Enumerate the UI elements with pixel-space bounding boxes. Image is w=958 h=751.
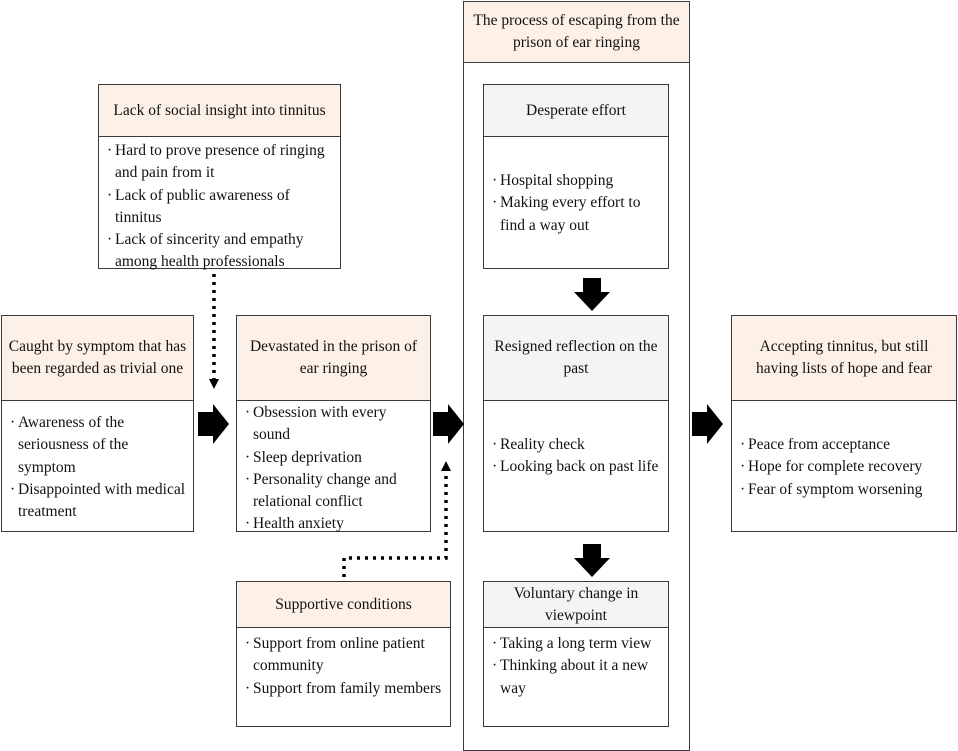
resigned-reflection-box: Resigned reflection on the past Reality …: [483, 315, 669, 532]
desperate-effort-title: Desperate effort: [484, 85, 668, 137]
social-insight-list: Hard to prove presence of ringing and pa…: [107, 140, 334, 274]
caught-by-symptom-box: Caught by symptom that has been regarded…: [1, 315, 194, 532]
list-item: Peace from acceptance: [740, 434, 950, 457]
list-item: Hope for complete recovery: [740, 456, 950, 479]
list-item: Disappointed with medical treatment: [10, 479, 187, 524]
caught-by-symptom-title: Caught by symptom that has been regarded…: [2, 316, 193, 401]
list-item: Sleep deprivation: [245, 447, 424, 470]
list-item: Fear of symptom worsening: [740, 479, 950, 502]
desperate-effort-list: Hospital shopping Making every effort to…: [492, 170, 662, 237]
voluntary-change-list: Taking a long term view Thinking about i…: [492, 633, 662, 700]
block-arrow-right-2: [433, 404, 464, 444]
social-insight-box: Lack of social insight into tinnitus Har…: [98, 84, 341, 270]
desperate-effort-box: Desperate effort Hospital shopping Makin…: [483, 84, 669, 269]
list-item: Hospital shopping: [492, 170, 662, 193]
social-insight-title: Lack of social insight into tinnitus: [99, 85, 340, 137]
devastated-box: Devastated in the prison of ear ringing …: [236, 315, 431, 536]
list-item: Obsession with every sound: [245, 402, 424, 447]
resigned-reflection-title: Resigned reflection on the past: [484, 316, 668, 401]
list-item: Awareness of the seriousness of the symp…: [10, 412, 187, 479]
escape-process-title: The process of escaping from the prison …: [464, 2, 689, 63]
supportive-conditions-title: Supportive conditions: [237, 582, 450, 628]
accepting-tinnitus-box: Accepting tinnitus, but still having lis…: [731, 315, 957, 532]
block-arrow-right-1: [198, 404, 229, 444]
list-item: Looking back on past life: [492, 456, 662, 479]
block-arrow-right-3: [692, 404, 723, 444]
caught-by-symptom-list: Awareness of the seriousness of the symp…: [10, 412, 187, 523]
list-item: Lack of public awareness of tinnitus: [107, 185, 334, 230]
voluntary-change-title: Voluntary change in viewpoint: [484, 582, 668, 628]
list-item: Personality change and relational confli…: [245, 469, 424, 514]
list-item: Support from online patient community: [245, 633, 444, 678]
voluntary-change-box: Voluntary change in viewpoint Taking a l…: [483, 581, 669, 727]
list-item: Support from family members: [245, 678, 444, 701]
list-item: Making every effort to find a way out: [492, 192, 662, 237]
list-item: Hard to prove presence of ringing and pa…: [107, 140, 334, 185]
list-item: Taking a long term view: [492, 633, 662, 656]
devastated-list: Obsession with every sound Sleep depriva…: [245, 402, 424, 536]
accepting-tinnitus-list: Peace from acceptance Hope for complete …: [740, 434, 950, 501]
devastated-title: Devastated in the prison of ear ringing: [237, 316, 430, 401]
resigned-reflection-list: Reality check Looking back on past life: [492, 434, 662, 479]
list-item: Lack of sincerity and empathy among heal…: [107, 229, 334, 274]
accepting-tinnitus-title: Accepting tinnitus, but still having lis…: [732, 316, 956, 401]
list-item: Reality check: [492, 434, 662, 457]
supportive-conditions-box: Supportive conditions Support from onlin…: [236, 581, 451, 727]
list-item: Health anxiety: [245, 513, 424, 536]
supportive-conditions-list: Support from online patient community Su…: [245, 633, 444, 700]
list-item: Thinking about it a new way: [492, 655, 662, 700]
